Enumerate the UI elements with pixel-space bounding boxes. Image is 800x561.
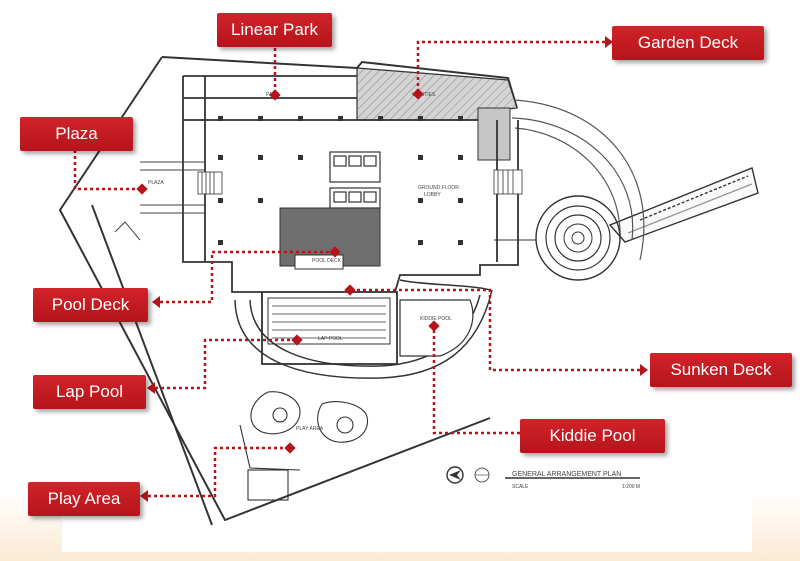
staircases [197,169,523,195]
callout-pool-deck: Pool Deck [33,288,148,322]
title-block: GENERAL ARRANGEMENT PLAN SCALE 1:200 M [446,466,640,490]
plan-label-kiddie-pool: KIDDIE POOL [420,316,452,322]
elevator-core [329,151,381,209]
curved-drive [511,99,645,261]
callout-garden-deck: Garden Deck [612,26,764,60]
leader-lines [73,40,640,498]
callout-plaza: Plaza [20,117,133,151]
drawing-sheet [62,40,752,552]
column-grid [218,116,463,245]
plan-label-lap-pool: LAP POOL [318,336,343,342]
scale-value: 1:200 M [622,484,640,490]
plan-label-lobby-2: LOBBY [424,192,441,198]
play-area-shapes [239,391,368,501]
callout-play-area: Play Area [28,482,140,516]
plan-title: GENERAL ARRANGEMENT PLAN [512,471,621,478]
roundabout [494,195,621,281]
plan-label-pool-deck: POOL DECK [312,258,342,264]
callout-linear-park: Linear Park [217,13,332,47]
scale-label: SCALE [512,484,529,490]
plan-label-lobby-1: GROUND FLOOR [418,185,459,191]
callout-sunken-deck: Sunken Deck [650,353,792,387]
plan-label-utilities: UTILITIES [412,92,436,98]
plan-label-play-area: PLAY AREA [296,426,324,432]
callout-kiddie-pool: Kiddie Pool [520,419,665,453]
plaza-wing [114,161,205,241]
plan-label-plaza: PLAZA [148,180,165,186]
callout-lap-pool: Lap Pool [33,375,146,409]
north-arrow-icon [446,466,464,484]
service-block [477,107,511,161]
lap-pool-shape [261,291,398,365]
